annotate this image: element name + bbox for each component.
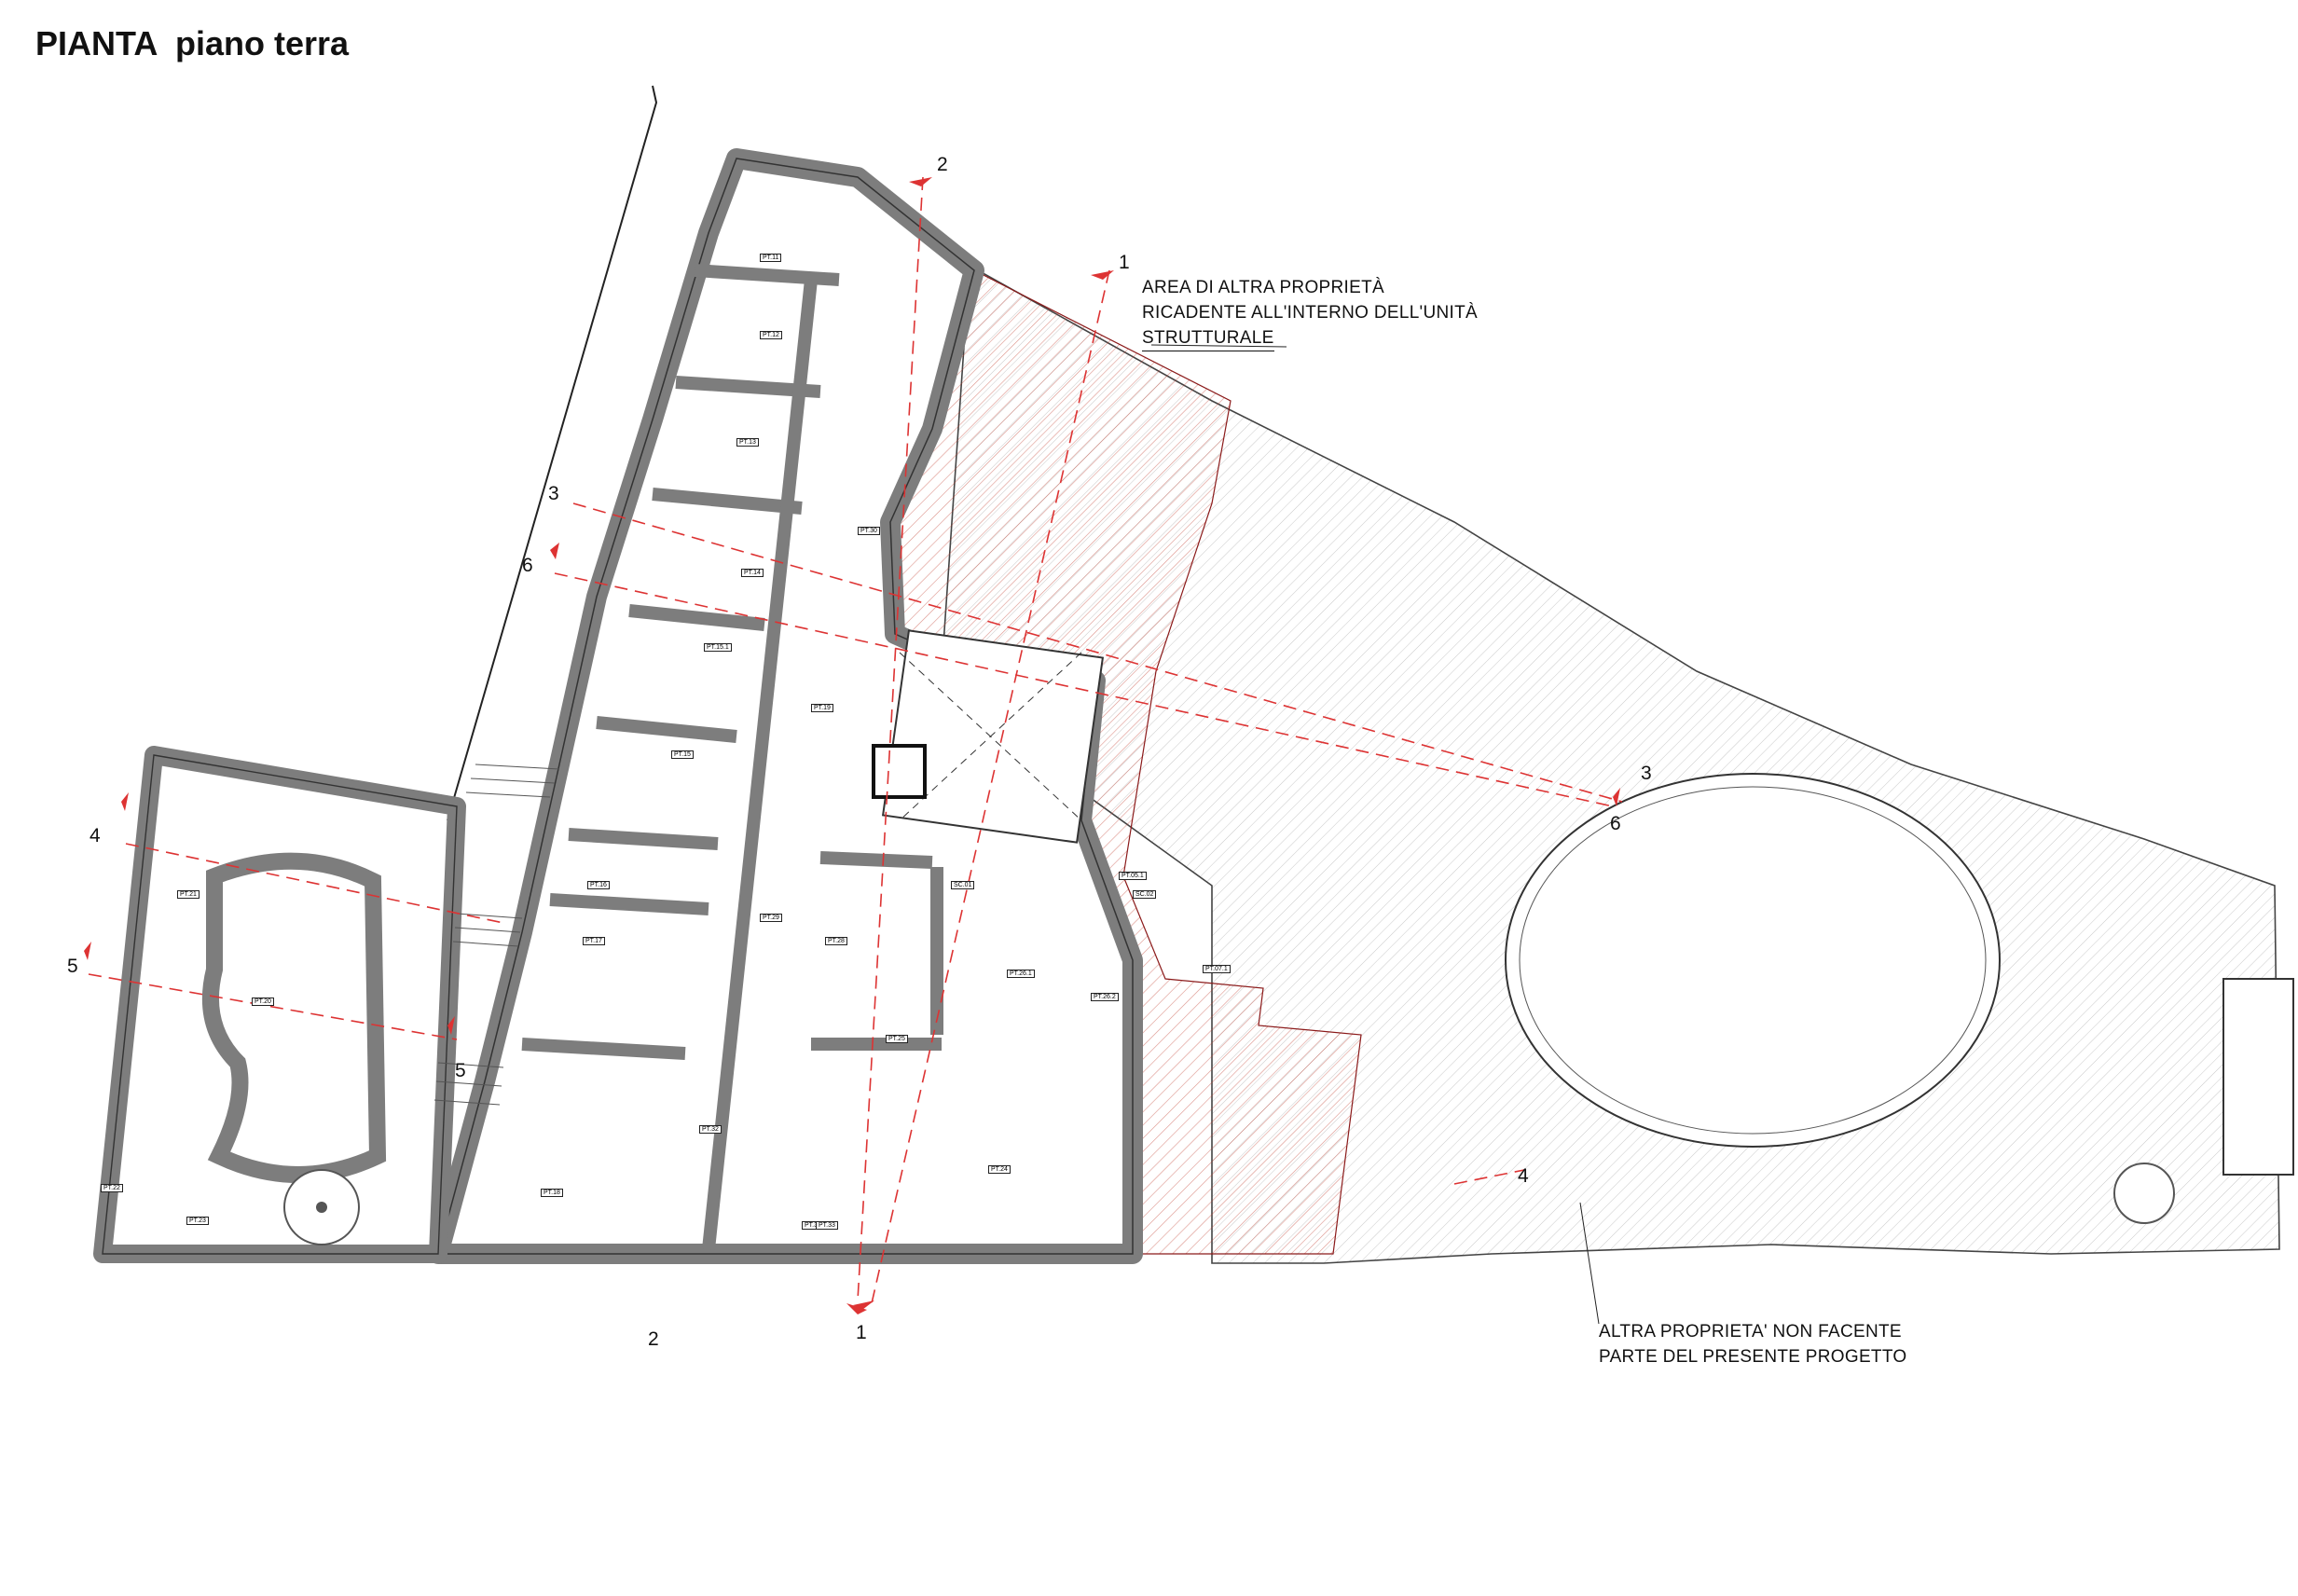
drawing-title: PIANTA piano terra [35,24,350,62]
note-line-3: STRUTTURALE [1142,325,1274,351]
room-tag: PT.13 [736,438,759,447]
elevator-shaft [872,744,927,799]
room-tag: SC.01 [951,881,975,889]
room-tag: PT.18 [541,1189,563,1197]
light-well [881,629,1105,844]
section-lines [88,176,1623,1304]
note-line-1: AREA DI ALTRA PROPRIETÀ [1142,278,1384,297]
note-not-in-project: ALTRA PROPRIETA' NON FACENTE PARTE DEL P… [1599,1319,1906,1369]
note-line-2: RICADENTE ALL'INTERNO DELL'UNITÀ [1142,303,1478,323]
oval-courtyard-inner [1519,786,1987,1135]
room-tag: PT.12 [760,331,782,339]
oval-courtyard [1505,773,2001,1148]
street-boundary-line [447,85,658,821]
note-other-property-area: AREA DI ALTRA PROPRIETÀ RICADENTE ALL'IN… [1142,275,1478,351]
section-mark-1-bottom: 1 [856,1322,867,1343]
room-tag: PT.23 [186,1217,209,1225]
room-tag: PT.29 [760,914,782,922]
spiral-stair-east [2113,1163,2175,1224]
section-mark-4-left: 4 [89,825,101,846]
room-tag: PT.11 [760,254,782,262]
note2-line-2: PARTE DEL PRESENTE PROGETTO [1599,1347,1907,1367]
section-mark-5-left: 5 [67,956,78,977]
stair-treads [433,764,560,1106]
section-mark-6-right: 6 [1610,813,1621,834]
room-tag: PT.15.1 [704,643,732,652]
room-tag: PT.14 [741,569,764,577]
room-tag: PT.26.2 [1091,993,1119,1001]
room-tag: PT.17 [583,937,605,945]
room-partitions [521,264,943,1250]
room-tag: PT.21 [177,890,200,899]
section-mark-3-left: 3 [548,483,559,504]
room-tag: PT.24 [988,1165,1011,1174]
section-mark-4-right: 4 [1518,1165,1529,1187]
section-mark-3-right: 3 [1641,763,1652,784]
room-tag: PT.15 [671,750,694,759]
room-tag: PT.28 [825,937,847,945]
room-tag: PT.30 [858,527,880,535]
room-tag: PT.05.1 [1119,872,1147,880]
room-tag: PT.16 [587,881,610,889]
room-tag: PT.26.1 [1007,970,1035,978]
leader-line [1579,1202,1600,1325]
room-tag: PT.33 [816,1221,838,1230]
room-tag: SC.02 [1133,890,1157,899]
room-tag: PT.20 [252,998,274,1006]
section-arrows [84,177,1620,1314]
room-tag: PT.19 [811,704,833,712]
note2-line-1: ALTRA PROPRIETA' NON FACENTE [1599,1322,1902,1341]
room-tag: PT.07.1 [1203,965,1231,973]
section-mark-1-top: 1 [1119,252,1130,273]
section-mark-5-right: 5 [455,1060,466,1081]
east-annex [2222,978,2294,1176]
room-tag: PT.25 [886,1035,908,1043]
section-mark-2-bottom: 2 [648,1328,659,1350]
section-mark-6-left: 6 [522,555,533,576]
section-mark-2-top: 2 [937,154,948,175]
room-tag: PT.32 [699,1125,722,1134]
chapel-walls [201,852,387,1183]
room-tag: PT.22 [101,1184,123,1192]
